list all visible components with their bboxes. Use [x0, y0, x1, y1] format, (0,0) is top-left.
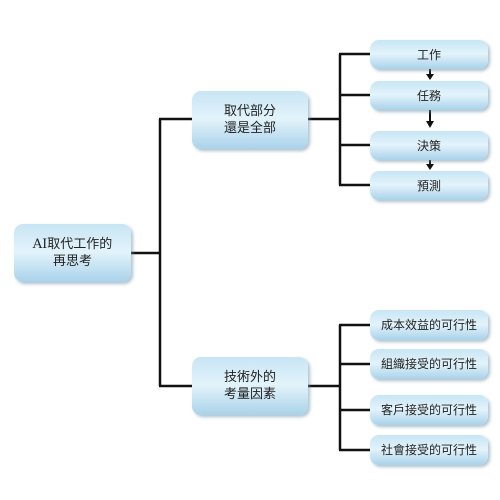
branch-node-label: 取代部分 還是全部 — [223, 104, 276, 136]
child-node-label: 決策 — [416, 138, 441, 153]
child-node-label: 成本效益的可行性 — [380, 318, 477, 332]
child-node-task: 任務 — [370, 81, 488, 110]
child-node-label: 客戶接受的可行性 — [380, 403, 477, 417]
child-node-customer-acceptance: 客戶接受的可行性 — [370, 395, 488, 425]
branch-node-replace-scope: 取代部分 還是全部 — [192, 91, 308, 149]
branch-node-label: 技術外的 考量因素 — [223, 370, 276, 402]
child-node-label: 組織接受的可行性 — [380, 357, 477, 371]
child-node-cost-benefit: 成本效益的可行性 — [370, 310, 488, 340]
sequence-arrows — [426, 69, 434, 170]
child-node-work: 工作 — [370, 40, 488, 69]
child-node-decision: 決策 — [370, 131, 488, 160]
child-node-label: 任務 — [416, 88, 441, 103]
child-node-label: 預測 — [416, 178, 441, 193]
child-node-org-acceptance: 組織接受的可行性 — [370, 349, 488, 379]
branch-node-non-tech-factors: 技術外的 考量因素 — [192, 357, 308, 415]
child-node-label: 社會接受的可行性 — [380, 443, 477, 457]
child-node-social-acceptance: 社會接受的可行性 — [370, 435, 488, 465]
root-node: AI取代工作的 再思考 — [14, 224, 131, 282]
child-node-prediction: 預測 — [370, 171, 488, 200]
root-node-label: AI取代工作的 再思考 — [32, 237, 113, 269]
child-node-label: 工作 — [416, 47, 441, 62]
